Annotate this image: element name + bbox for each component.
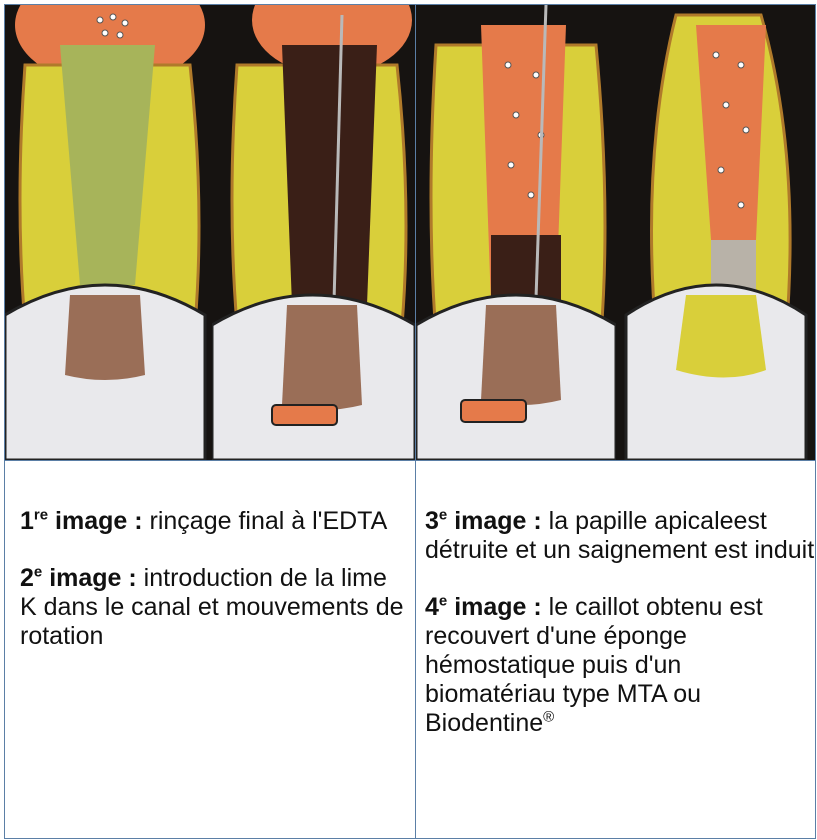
- tooth-diagram-2-icon: [212, 5, 415, 460]
- caption-image-3: 3e image : la papille apicaleest détruit…: [425, 507, 815, 565]
- caption-cell-right: 3e image : la papille apicaleest détruit…: [425, 507, 815, 766]
- caption-cell-left: 1re image : rinçage final à l'EDTA 2e im…: [20, 507, 405, 679]
- column-divider: [415, 4, 416, 839]
- caption-image-4: 4e image : le caillot obtenu est recouve…: [425, 593, 815, 738]
- caption-image-1: 1re image : rinçage final à l'EDTA: [20, 507, 405, 536]
- tooth-diagram-1-icon: [5, 5, 212, 460]
- caption-image-2: 2e image : introduction de la lime K dan…: [20, 564, 405, 651]
- tooth-diagram-4-icon: [616, 5, 815, 460]
- row-divider: [4, 460, 816, 461]
- tooth-diagram-3-icon: [416, 5, 616, 460]
